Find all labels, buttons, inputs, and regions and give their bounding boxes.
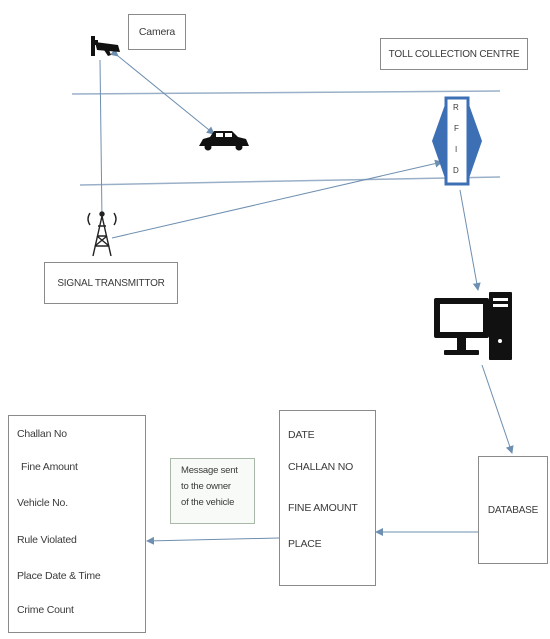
message-box: Message sent to the owner of the vehicle — [170, 458, 255, 524]
rfid-letter-i: I — [455, 145, 458, 154]
receipt-item-vehicle-no: Vehicle No. — [17, 497, 68, 509]
challan-item-fine-amount: FINE AMOUNT — [288, 502, 358, 514]
receipt-item-challan-no: Challan No — [17, 428, 67, 440]
arrow-computer-database — [481, 364, 514, 454]
rfid-letter-d: D — [453, 166, 459, 175]
message-line-3: of the vehicle — [181, 497, 235, 508]
challan-details-box: DATE CHALLAN NO FINE AMOUNT PLACE — [279, 410, 376, 586]
road-line-bottom — [79, 176, 501, 186]
receipt-box: Challan No Fine Amount Vehicle No. Rule … — [8, 415, 146, 633]
receipt-item-place-date-time: Place Date & Time — [17, 570, 101, 582]
arrow-challan-receipt — [146, 536, 280, 545]
receipt-item-fine-amount: Fine Amount — [21, 461, 78, 473]
database-box: DATABASE — [478, 456, 548, 564]
toll-label-box: TOLL COLLECTION CENTRE — [380, 38, 528, 70]
arrow-camera-car — [110, 48, 215, 135]
camera-label-box: Camera — [128, 14, 186, 50]
road-line-top — [71, 90, 501, 95]
message-line-2: to the owner — [181, 481, 231, 492]
signal-tower-icon — [87, 211, 117, 257]
arrow-toll-computer — [459, 189, 481, 291]
challan-item-date: DATE — [288, 429, 315, 441]
rfid-letters: R F I D — [446, 101, 468, 183]
rfid-letter-r: R — [453, 103, 459, 112]
challan-item-challan-no: CHALLAN NO — [288, 461, 354, 473]
line-camera-tower — [99, 59, 103, 221]
computer-icon — [434, 292, 512, 360]
signal-transmitter-label: SIGNAL TRANSMITTOR — [57, 277, 165, 289]
message-line-1: Message sent — [181, 465, 238, 476]
car-icon — [199, 131, 249, 151]
challan-item-place: PLACE — [288, 538, 322, 550]
cctv-camera-icon — [91, 36, 120, 56]
rfid-reader-icon — [432, 96, 482, 186]
arrow-tower-toll — [111, 159, 443, 239]
signal-transmitter-box: SIGNAL TRANSMITTOR — [44, 262, 178, 304]
rfid-letter-f: F — [454, 124, 459, 133]
camera-label: Camera — [138, 26, 176, 38]
toll-label: TOLL COLLECTION CENTRE — [388, 48, 520, 60]
receipt-item-crime-count: Crime Count — [17, 604, 74, 616]
receipt-item-rule-violated: Rule Violated — [17, 534, 77, 546]
database-label: DATABASE — [487, 504, 539, 516]
